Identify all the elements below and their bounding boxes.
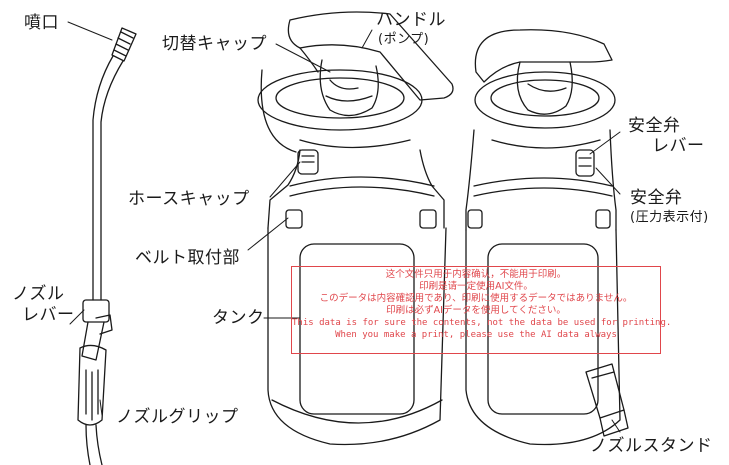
label-safety-valve: 安全弁 bbox=[630, 188, 683, 208]
label-nozzle-lever-2: レバー bbox=[22, 305, 75, 325]
label-belt-mount: ベルト取付部 bbox=[135, 248, 240, 268]
notice-line-2: 印刷是请一定使用AI文件。 bbox=[419, 281, 533, 292]
label-hose-cap: ホースキャップ bbox=[128, 189, 250, 209]
label-handle-sub: (ポンプ) bbox=[378, 32, 430, 47]
print-notice-box: 这个文件只用于内容确认，不能用于印刷。 印刷是请一定使用AI文件。 このデータは… bbox=[291, 266, 672, 354]
nozzle-wand bbox=[77, 27, 137, 465]
label-nozzle-stand: ノズルスタンド bbox=[590, 436, 713, 456]
notice-line-5: This data is for sure the contents, not … bbox=[292, 318, 672, 328]
label-safety-valve-sub: (圧力表示付) bbox=[630, 210, 709, 225]
notice-line-1: 这个文件只用于内容确认，不能用于印刷。 bbox=[385, 269, 567, 280]
label-switch-cap: 切替キャップ bbox=[162, 34, 267, 54]
leader-lines bbox=[67, 21, 621, 433]
notice-line-3: このデータは内容確認用であり、印刷に使用するデータではありません。 bbox=[319, 293, 633, 304]
notice-line-4: 印刷は必ずAIデータを使用してください。 bbox=[386, 305, 566, 316]
label-safety-lever-1: 安全弁 bbox=[628, 116, 681, 136]
label-nozzle-tip: 噴口 bbox=[24, 13, 59, 33]
notice-line-6: When you make a print, please use the AI… bbox=[335, 330, 617, 340]
label-nozzle-lever-1: ノズル bbox=[12, 284, 65, 304]
label-tank: タンク bbox=[212, 308, 265, 328]
right-tank bbox=[465, 29, 629, 446]
label-handle: ハンドル bbox=[376, 10, 446, 30]
label-nozzle-grip: ノズルグリップ bbox=[116, 407, 239, 427]
label-safety-lever-2: レバー bbox=[652, 136, 705, 156]
left-tank bbox=[257, 11, 454, 446]
